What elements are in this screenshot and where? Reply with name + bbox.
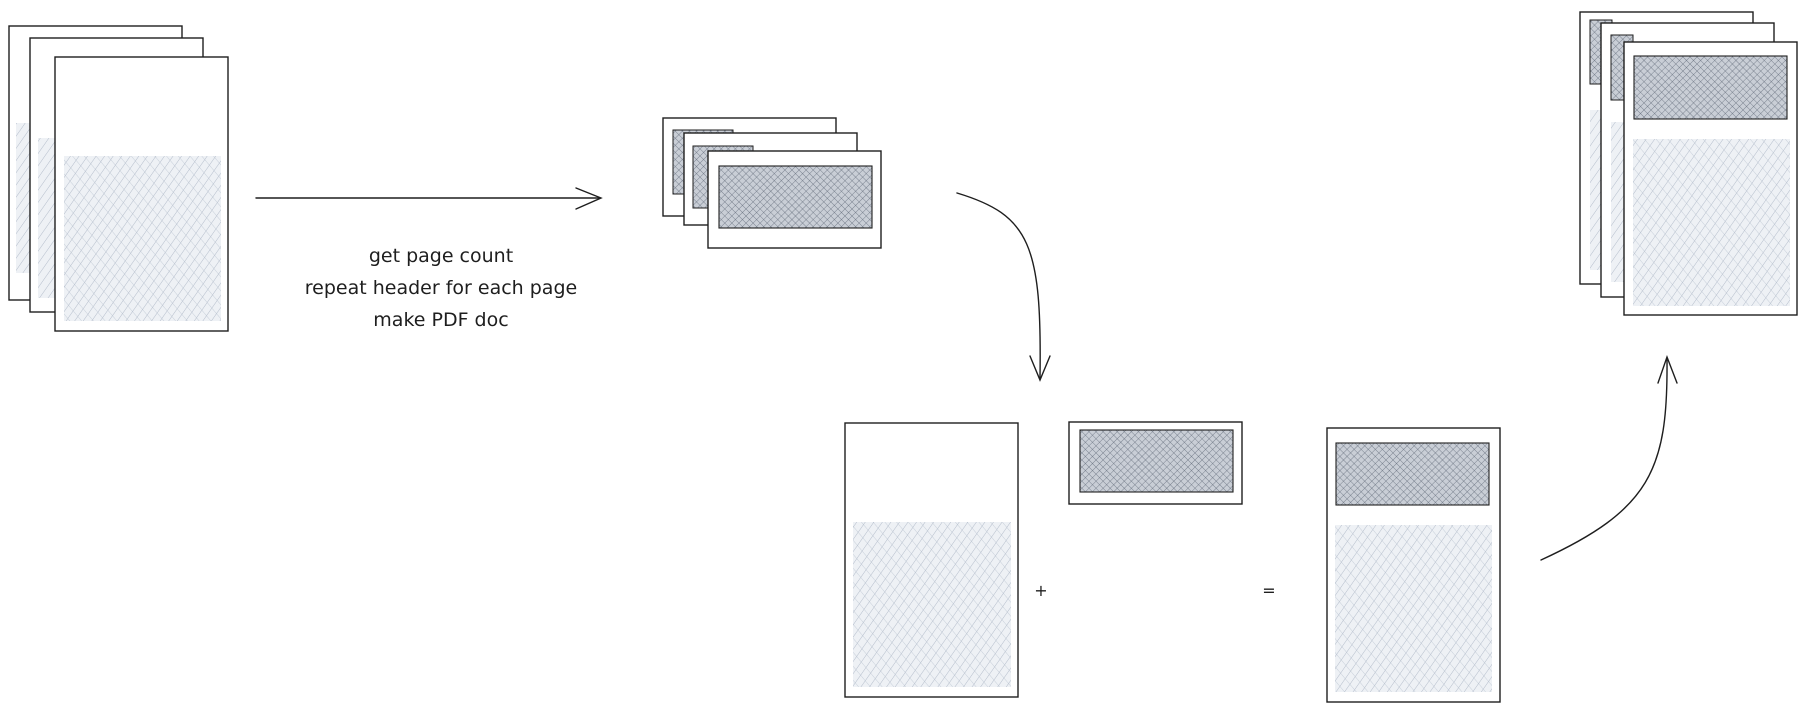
caption-line-2: repeat header for each page [305, 277, 577, 299]
header-stack [662, 117, 882, 249]
merged-page [1326, 427, 1501, 703]
blank-page [844, 422, 1019, 698]
arrow-to-output [1540, 354, 1678, 561]
output-pages-stack [1579, 11, 1798, 316]
source-page-front [54, 56, 229, 332]
header-card-front [707, 150, 882, 249]
caption-line-3: make PDF doc [373, 309, 508, 331]
arrow-to-merge [956, 192, 1051, 382]
arrow-to-headers [255, 187, 603, 210]
process-caption: get page count repeat header for each pa… [305, 245, 577, 331]
output-page-front [1623, 41, 1798, 316]
single-header-card [1068, 421, 1243, 505]
plus-symbol: + [1034, 581, 1047, 600]
equals-symbol: = [1262, 581, 1275, 600]
source-pages-stack [8, 25, 229, 332]
caption-line-1: get page count [369, 245, 513, 267]
